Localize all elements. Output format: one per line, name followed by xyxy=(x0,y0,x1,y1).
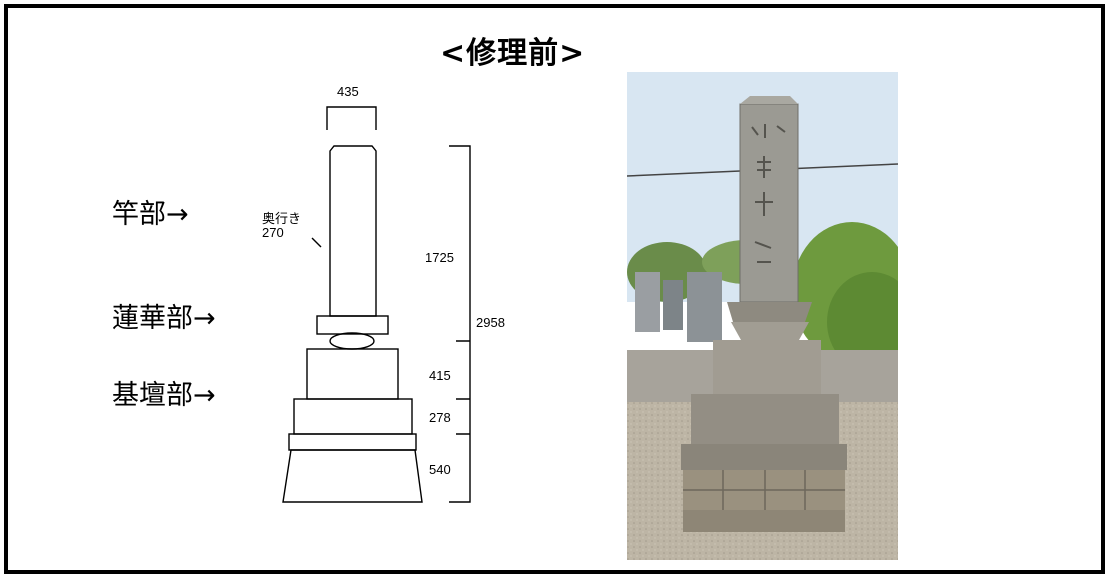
dim-tier2: 278 xyxy=(429,410,451,425)
dim-tier3: 540 xyxy=(429,462,451,477)
dim-shaft: 1725 xyxy=(425,250,454,265)
dim-total: 2958 xyxy=(476,315,505,330)
dim-width: 435 xyxy=(337,84,359,99)
dim-depth-label: 奥行き xyxy=(262,211,301,226)
base-tier-4 xyxy=(282,449,423,503)
base-tier-1 xyxy=(306,348,399,400)
lotus-block xyxy=(316,315,389,335)
monument-line-drawing: 435 奥行き 270 1725 2958 415 278 540 xyxy=(262,84,505,503)
depth-pointer xyxy=(311,237,322,248)
label-kidan-part: 基壇部→ xyxy=(112,380,216,411)
base-tier-2 xyxy=(293,398,413,435)
dim-tier1: 415 xyxy=(429,368,451,383)
dim-depth-value: 270 xyxy=(262,225,284,240)
label-renge-part: 蓮華部→ xyxy=(112,303,216,334)
label-kan-part: 竿部→ xyxy=(112,199,189,230)
base-tier-3 xyxy=(288,433,417,451)
lotus-ellipse xyxy=(329,332,375,350)
shaft-outline xyxy=(329,145,377,317)
width-bracket xyxy=(326,106,377,130)
stone-grave-monument-photo xyxy=(627,72,898,560)
diagram-title: <修理前> xyxy=(440,36,586,71)
dimension-bracket xyxy=(449,145,471,503)
